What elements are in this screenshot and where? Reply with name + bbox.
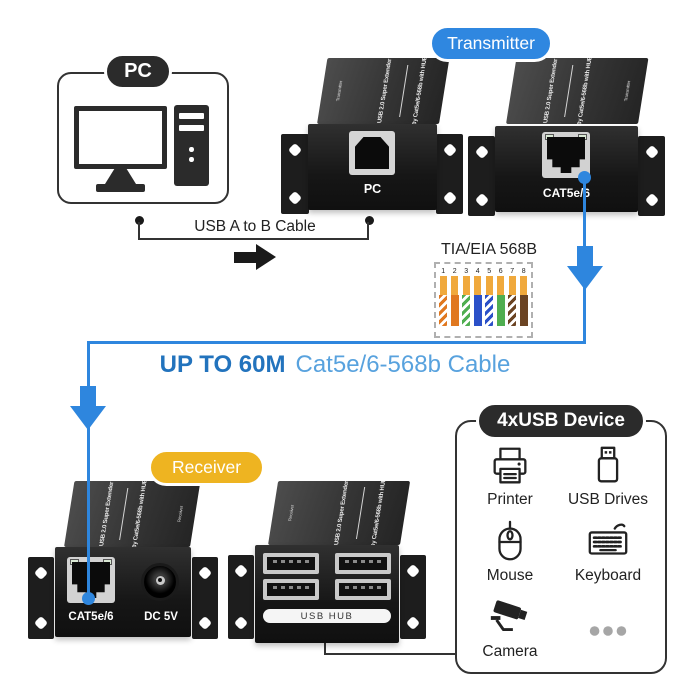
receiver-unit-hub: Receiver USB 2.0 Super Extender By Cat5e… [228,477,426,645]
rj45-port [542,132,590,178]
usb-device-keyboard: Keyboard [558,519,658,585]
device-top-face: Transmitter USB 2.0 Super Extender By Ca… [317,58,450,124]
cat-cable-line [87,341,586,344]
usb-a-port [263,553,319,574]
dc-power-label: DC 5V [144,611,178,623]
device-top-face: USB 2.0 Super Extender By Cat5e/6-568b w… [64,481,201,547]
device-top-face: USB 2.0 Super Extender By Cat5e/6-568b w… [506,58,649,124]
cable-endpoint-dot-blue [578,171,591,184]
cable-endpoint-dot [134,215,144,225]
wire-orange [450,295,459,326]
mounting-ear [638,136,665,216]
cat-cable-line [87,341,90,601]
usb-a-port [335,553,391,574]
wire-green [496,295,505,326]
wire-white-brown [508,295,517,326]
mounting-ear [436,134,463,214]
usb-cable-label: USB A to B Cable [194,218,316,235]
ellipsis-icon [589,626,627,636]
mouse-icon [498,520,522,561]
usb-b-port-label: PC [363,182,382,196]
mounting-ear [192,557,218,639]
mounting-ear [281,134,309,214]
wire-white-green [462,295,471,326]
usb-device-printer: Printer [460,443,560,509]
device-top-face: Receiver USB 2.0 Super Extender By Cat5e… [268,481,411,545]
tia-pins [439,276,528,295]
mounting-ear [28,557,54,639]
usb-drive-icon [597,446,619,483]
keyboard-icon [588,523,628,555]
printer-icon [493,447,527,484]
down-arrow-icon [567,246,603,290]
wire-white-blue [485,295,494,326]
mounting-ear [400,555,426,639]
flow-arrow-right-icon [234,244,276,270]
wire-white-orange [439,295,448,326]
mounting-ear [228,555,254,639]
usb-a-port [263,579,319,600]
rj45-port-label: CAT5e/6 [68,611,114,623]
rj45-port-label: CAT5e/6 [542,186,591,200]
wire-brown [519,295,528,326]
receiver-unit-lan: USB 2.0 Super Extender By Cat5e/6-568b w… [28,477,218,643]
wire-blue [473,295,482,326]
usb-device-usb-drives: USB Drives [558,443,658,509]
usb-devices-badge: 4xUSB Device [476,402,646,440]
receiver-badge: Receiver [148,449,265,486]
dc-power-jack [141,563,179,601]
transmitter-badge: Transmitter [429,25,553,62]
camera-icon [490,600,528,631]
pc-badge: PC [104,53,172,90]
down-arrow-icon [70,386,106,430]
mounting-ear [468,136,495,216]
transmitter-unit-usb: Transmitter USB 2.0 Super Extender By Ca… [281,54,463,214]
transmitter-unit-lan: USB 2.0 Super Extender By Cat5e/6-568b w… [468,54,665,216]
pc-tower-icon [174,105,209,186]
tia-title: TIA/EIA 568B [440,241,538,258]
cable-endpoint-dot-blue [82,592,95,605]
usb-hub-label: USB HUB [263,609,391,623]
more-devices [558,608,658,654]
usb-device-mouse: Mouse [460,519,560,585]
tia-wires [439,295,528,326]
cable-endpoint-dot [364,215,374,225]
usb-a-port [335,579,391,600]
usb-device-camera: Camera [460,595,560,661]
usb-b-port [349,131,395,175]
